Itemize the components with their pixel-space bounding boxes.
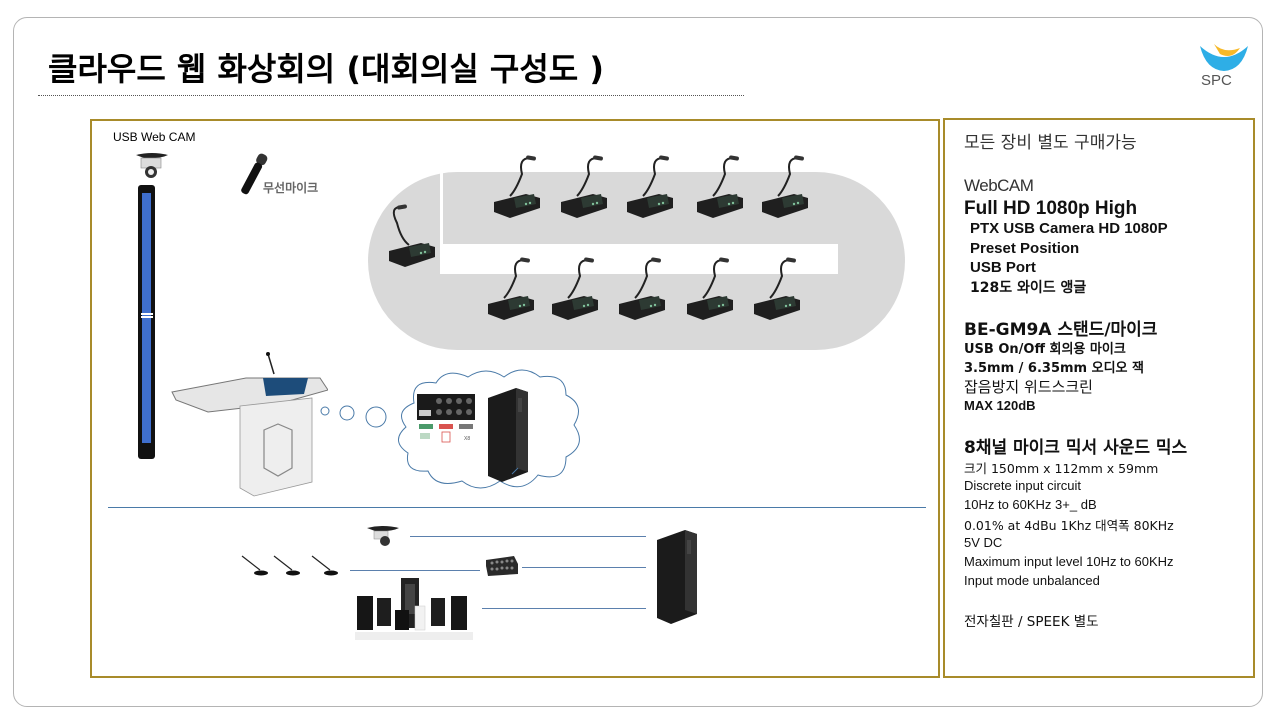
spec-heading: 모든 장비 별도 구매가능 (964, 133, 1137, 153)
gooseneck-mic-icon (482, 256, 542, 322)
mic-spec-item: 잡음방지 위드스크린 (964, 378, 1093, 396)
spec-footer: 전자칠판 / SPEEK 별도 (964, 614, 1099, 630)
mixer-backpanel-icon: X8 (417, 394, 475, 443)
page-title: 클라우드 웹 화상회의 (대회의실 구성도 ) (48, 50, 604, 88)
webcam-spec-item: USB Port (970, 259, 1036, 276)
wireless-mic-icon (241, 153, 268, 195)
small-mic-icon (310, 554, 340, 582)
gooseneck-mic-icon (555, 154, 615, 220)
mic-spec-item: MAX 120dB (964, 398, 1036, 413)
mixer-spec-item: Input mode unbalanced (964, 573, 1100, 588)
gooseneck-mic-icon (383, 203, 443, 269)
gooseneck-mic-icon (488, 154, 548, 220)
camera-label: USB Web CAM (113, 130, 196, 144)
gooseneck-mic-icon (756, 154, 816, 220)
diagram-panel (90, 119, 940, 678)
camera-wire (410, 536, 646, 537)
mixer-spec-item: Maximum input level 10Hz to 60KHz (964, 554, 1174, 569)
wireless-mic-label: 무선마이크 (263, 181, 319, 195)
mixer-spec-item: Discrete input circuit (964, 478, 1082, 493)
section-divider (108, 507, 926, 508)
table-gap-edge (440, 172, 443, 274)
webcam-spec-item: PTX USB Camera HD 1080P (970, 220, 1168, 237)
electronic-board-icon (138, 185, 155, 459)
title-underline (38, 95, 744, 96)
webcam-spec-item: Preset Position (970, 240, 1080, 257)
mixer-to-pc-wire (522, 567, 646, 568)
gooseneck-mic-icon (681, 256, 741, 322)
webcam-title: WebCAM (964, 176, 1034, 195)
logo-text: SPC (1201, 72, 1232, 89)
ptz-camera-icon (136, 153, 168, 178)
svg-text:X8: X8 (464, 436, 470, 442)
gooseneck-mic-icon (748, 256, 808, 322)
podium-icon (171, 352, 328, 497)
mixer-spec-item: 0.01% at 4dBu 1Khz 대역폭 80KHz (964, 518, 1174, 533)
mic-title: BE-GM9A 스탠드/마이크 (964, 320, 1158, 340)
speaker-wire (482, 608, 646, 609)
mic-mixer-icon (486, 556, 518, 576)
mixer-title: 8채널 마이크 믹서 사운드 믹스 (964, 438, 1188, 458)
mixer-spec-item: 5V DC (964, 535, 1003, 550)
mixer-spec-item: 10Hz to 60KHz 3+_ dB (964, 497, 1097, 512)
table-gap (442, 244, 838, 274)
webcam-spec-item: 128도 와이드 앵글 (970, 280, 1087, 296)
spc-logo-icon (1200, 44, 1248, 71)
board-mark (141, 313, 153, 318)
ptz-camera-icon (367, 526, 399, 546)
gooseneck-mic-icon (613, 256, 673, 322)
gooseneck-mic-icon (621, 154, 681, 220)
gooseneck-mic-icon (546, 256, 606, 322)
spec-panel (943, 118, 1255, 678)
desktop-pc-icon (657, 530, 697, 624)
mic-to-mixer-wire (350, 570, 480, 571)
desktop-pc-icon (488, 388, 528, 482)
webcam-subtitle: Full HD 1080p High (964, 198, 1138, 219)
small-mic-icon (240, 554, 270, 582)
slide-frame (13, 17, 1263, 707)
gooseneck-mic-icon (691, 154, 751, 220)
small-mic-icon (272, 554, 302, 582)
speaker-system-icon (355, 578, 473, 640)
mic-spec-item: USB On/Off 회의용 마이크 (964, 342, 1126, 357)
mic-spec-item: 3.5mm / 6.35mm 오디오 잭 (964, 361, 1144, 376)
mixer-spec-item: 크기 150mm x 112mm x 59mm (964, 461, 1159, 476)
board-screen (142, 193, 151, 443)
